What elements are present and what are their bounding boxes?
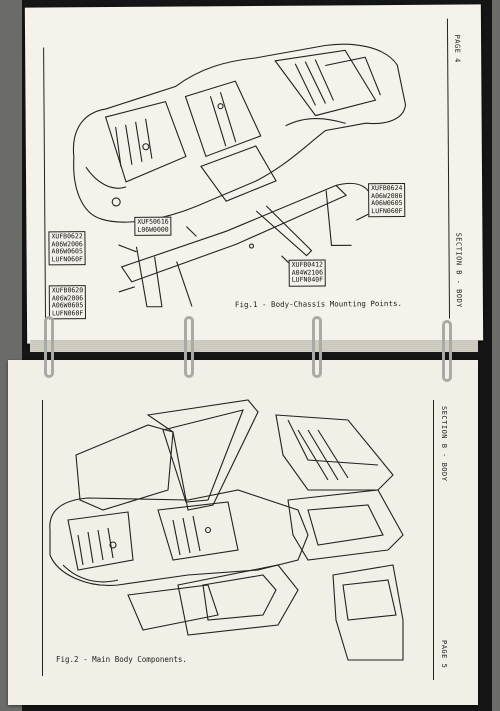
- part-group-box: XUFB0622 A06W2006 A06W0605 LUFN060F: [48, 231, 86, 266]
- binder-ring: [312, 316, 322, 378]
- binder-ring: [442, 320, 452, 382]
- top-page: PAGE 4 SECTION B - BODY: [24, 4, 484, 344]
- binder-ring: [44, 316, 54, 378]
- left-margin-rule: [42, 400, 43, 676]
- part-group-box: XUFB0620 A06W2006 A06W0605 LUFN060F: [48, 285, 87, 320]
- body-chassis-drawing: [72, 43, 407, 308]
- part-code: LUFN060F: [51, 254, 83, 263]
- part-code: L06W0000: [137, 225, 169, 234]
- part-code: LUFN040F: [291, 275, 324, 284]
- part-code: LUFN060F: [51, 308, 84, 317]
- part-group-box: XUF50616 L06W0000: [134, 216, 172, 236]
- figure-caption: Fig.1 - Body-Chassis Mounting Points.: [234, 298, 403, 310]
- main-body-components-drawing: [49, 399, 404, 661]
- bottom-page: SECTION B - BODY PAGE 5: [8, 360, 478, 705]
- part-group-box: XUFB0412 A04W2106 LUFN040F: [288, 259, 327, 287]
- figure-caption: Fig.2 - Main Body Components.: [56, 655, 187, 664]
- page-stack-edges: [30, 340, 478, 352]
- section-label: SECTION B - BODY: [440, 406, 448, 482]
- part-code: LUFN060F: [371, 206, 403, 215]
- page-number-label: PAGE 5: [440, 640, 448, 669]
- part-group-box: XUFB0624 A06W2006 A06W0605 LUFN060F: [368, 182, 406, 218]
- binder-ring: [184, 316, 194, 378]
- right-margin-rule: [433, 400, 434, 680]
